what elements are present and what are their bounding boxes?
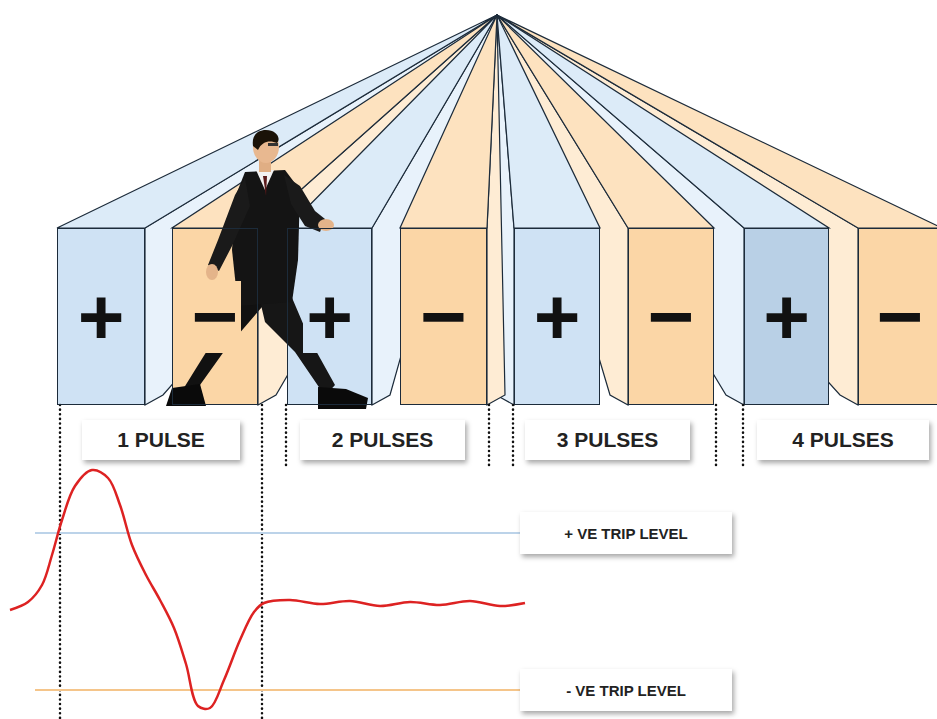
dotted-guides — [60, 405, 743, 719]
polarity-sign: + — [760, 281, 813, 353]
beam-side — [497, 15, 628, 405]
detection-beam — [287, 15, 497, 405]
label-text: + VE TRIP LEVEL — [564, 525, 688, 542]
beam-top — [400, 15, 497, 228]
pulse-count-label: 1 PULSE — [82, 420, 240, 460]
beam-side — [145, 15, 497, 405]
negative-zone: − — [400, 228, 487, 405]
detection-beam — [497, 15, 714, 405]
zone-face — [744, 228, 829, 405]
polarity-sign: + — [303, 281, 356, 353]
positive-trip-line — [35, 532, 525, 534]
label-text: 3 PULSES — [557, 428, 659, 452]
beam-top — [497, 15, 829, 228]
detection-beam — [496, 15, 600, 405]
detection-beam — [497, 15, 829, 405]
positive-zone: + — [514, 228, 600, 405]
beam-side — [497, 15, 858, 405]
detection-beam — [400, 15, 505, 405]
zone-face — [400, 228, 487, 405]
negative-zone: − — [172, 228, 258, 405]
pulse-count-label: 2 PULSES — [300, 420, 465, 460]
pulse-count-label: 3 PULSES — [525, 420, 690, 460]
dotted-guide — [742, 405, 745, 468]
pulse-count-label: 4 PULSES — [757, 420, 929, 460]
negative-zone: − — [858, 228, 937, 405]
beam-top — [172, 15, 497, 228]
beam-side — [497, 15, 744, 405]
dotted-guide — [261, 405, 264, 719]
positive-zone: + — [57, 228, 145, 405]
beam-side — [372, 15, 497, 405]
dotted-guide — [59, 405, 62, 719]
dotted-guide — [285, 405, 288, 468]
beam-top — [287, 15, 497, 228]
polarity-sign: + — [75, 281, 128, 353]
label-text: 1 PULSE — [117, 428, 205, 452]
positive-zone: + — [744, 228, 829, 405]
dotted-guide — [715, 405, 718, 468]
polarity-sign: + — [531, 281, 584, 353]
polarity-sign: − — [645, 281, 698, 353]
polarity-sign: − — [417, 281, 470, 353]
negative-zone: − — [628, 228, 714, 405]
beam-top — [497, 15, 600, 228]
zone-face — [57, 228, 145, 405]
positive-zone: + — [287, 228, 372, 405]
beam-top — [497, 15, 714, 228]
zone-face — [514, 228, 600, 405]
detection-beam — [57, 15, 497, 405]
trip-level-label: + VE TRIP LEVEL — [520, 512, 732, 554]
man-figure — [166, 130, 368, 409]
label-text: 4 PULSES — [792, 428, 894, 452]
polarity-sign: − — [189, 281, 242, 353]
zone-face — [628, 228, 714, 405]
label-text: 2 PULSES — [332, 428, 434, 452]
beam-group — [57, 15, 937, 405]
sensor-signal — [10, 470, 525, 709]
polarity-sign: − — [874, 281, 927, 353]
zone-face — [858, 228, 937, 405]
detection-beam — [497, 15, 937, 405]
label-text: - VE TRIP LEVEL — [566, 682, 686, 699]
dotted-guide — [512, 405, 515, 468]
dotted-guide — [488, 405, 491, 468]
detection-beam — [172, 15, 497, 405]
trip-level-label: - VE TRIP LEVEL — [520, 669, 732, 711]
beam-top — [497, 15, 937, 228]
negative-trip-line — [35, 689, 525, 691]
